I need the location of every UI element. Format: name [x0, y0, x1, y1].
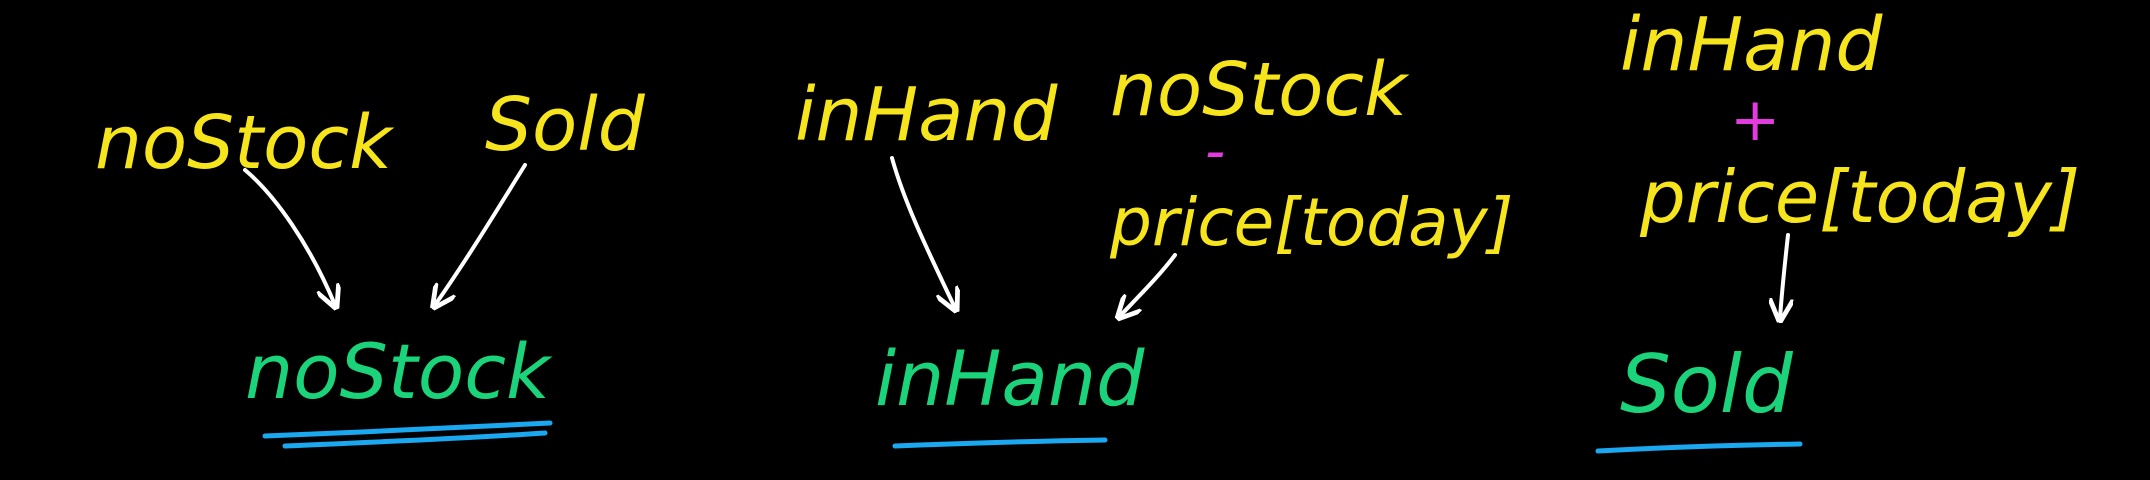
state-label-sold: Sold	[485, 82, 646, 168]
transition-1: noStock Sold noStock	[95, 82, 646, 449]
operand-price-today: price[today]	[1639, 155, 2080, 239]
state-label-nostock: noStock	[95, 100, 395, 186]
state-label-inhand: inHand	[795, 72, 1058, 158]
transition-3: inHand + price[today] Sold	[1595, 2, 2080, 454]
result-label-inhand: inHand	[875, 334, 1145, 423]
arrow-icon	[243, 168, 335, 305]
state-label-nostock: noStock	[1110, 47, 1410, 133]
state-label-inhand: inHand	[1620, 2, 1883, 88]
arrow-icon	[435, 163, 527, 305]
result-label-nostock: noStock	[245, 327, 553, 416]
result-underline	[282, 430, 548, 449]
result-underline	[892, 437, 1108, 449]
arrow-icon	[1120, 253, 1177, 316]
transition-2: inHand noStock - price[today] inHand	[795, 47, 1513, 449]
operator-minus: -	[1205, 119, 1225, 184]
result-underline	[262, 420, 553, 439]
result-label-sold: Sold	[1620, 338, 1794, 431]
result-underline	[1595, 441, 1803, 454]
arrow-icon	[1780, 233, 1788, 318]
operator-plus: +	[1730, 85, 1780, 155]
operand-price-today: price[today]	[1109, 184, 1513, 261]
arrow-icon	[890, 156, 955, 308]
